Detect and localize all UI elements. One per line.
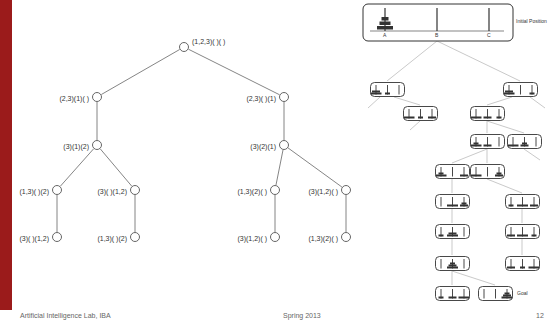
tree-edge xyxy=(60,149,93,187)
caption-label: Initial Position xyxy=(516,19,547,25)
page-number: 12 xyxy=(536,312,544,320)
state-circle xyxy=(279,140,289,150)
state-circle xyxy=(270,232,280,242)
state-label: (1,3)( )(2) xyxy=(19,188,49,196)
state-label: (2,3)(1)( ) xyxy=(59,95,89,103)
state-circle xyxy=(341,232,351,242)
state-circle xyxy=(179,42,189,52)
state-circle xyxy=(279,92,289,102)
state-label: (1,3)( )(2) xyxy=(97,235,127,243)
tower-states xyxy=(371,83,542,301)
state-node: (1,3)(2)( ) xyxy=(237,185,280,195)
state-label: (2,3)( )(1) xyxy=(246,95,276,103)
tree-edge xyxy=(188,49,279,95)
state-node: (2,3)( )(1) xyxy=(246,92,289,102)
state-circle xyxy=(130,185,140,195)
peg-label: A xyxy=(383,33,386,39)
state-circle xyxy=(341,185,351,195)
state-node: (3)( )(1,2) xyxy=(19,232,62,242)
state-node: (1,2,3)( )( ) xyxy=(179,42,225,52)
state-label: (3)(1)(2) xyxy=(63,143,89,151)
state-label: (1,3)(2)( ) xyxy=(308,235,338,243)
footer-text: Spring 2013 xyxy=(283,312,321,320)
state-node: (3)(1)(2) xyxy=(63,140,102,150)
state-node: (1,3)(2)( ) xyxy=(308,232,351,242)
goal-label: Goal xyxy=(517,291,528,297)
state-node: (1,3)( )(2) xyxy=(19,185,62,195)
tree-edge xyxy=(276,150,283,185)
state-circle xyxy=(52,232,62,242)
state-node: (3)( )(1,2) xyxy=(97,185,140,195)
tree-edge xyxy=(97,102,98,140)
side-bar xyxy=(0,0,12,310)
tree-edge xyxy=(284,102,285,140)
state-circle xyxy=(52,185,62,195)
state-node: (3)(2)(1) xyxy=(250,140,289,150)
state-label: (3)( )(1,2) xyxy=(19,235,49,243)
state-label: (1,2,3)( )( ) xyxy=(192,38,225,46)
state-circle xyxy=(92,92,102,102)
tree-edge xyxy=(100,149,132,186)
state-circle xyxy=(270,185,280,195)
peg-label: C xyxy=(487,33,491,39)
state-label: (3)( )(1,2) xyxy=(97,188,127,196)
state-label: (3)(1,2)( ) xyxy=(308,188,338,196)
initial-position-tray xyxy=(363,4,513,41)
footer-text: Artificial Intelligence Lab, IBA xyxy=(20,312,111,320)
tree-edge xyxy=(57,195,58,232)
state-label: (3)(1,2)( ) xyxy=(237,235,267,243)
tree-edge xyxy=(135,195,136,232)
tree-edge xyxy=(275,195,276,232)
state-node: (1,3)( )(2) xyxy=(97,232,140,242)
state-node: (3)(1,2)( ) xyxy=(237,232,280,242)
state-label: (1,3)(2)( ) xyxy=(237,188,267,196)
state-node: (2,3)(1)( ) xyxy=(59,92,102,102)
tree-edge xyxy=(101,49,179,94)
state-label: (3)(2)(1) xyxy=(250,143,276,151)
tree-edge xyxy=(288,148,342,187)
state-circle xyxy=(92,140,102,150)
peg-label: B xyxy=(435,33,438,39)
state-circle xyxy=(130,232,140,242)
state-node: (3)(1,2)( ) xyxy=(308,185,351,195)
tree-edge xyxy=(346,195,347,232)
state-links xyxy=(368,41,545,285)
